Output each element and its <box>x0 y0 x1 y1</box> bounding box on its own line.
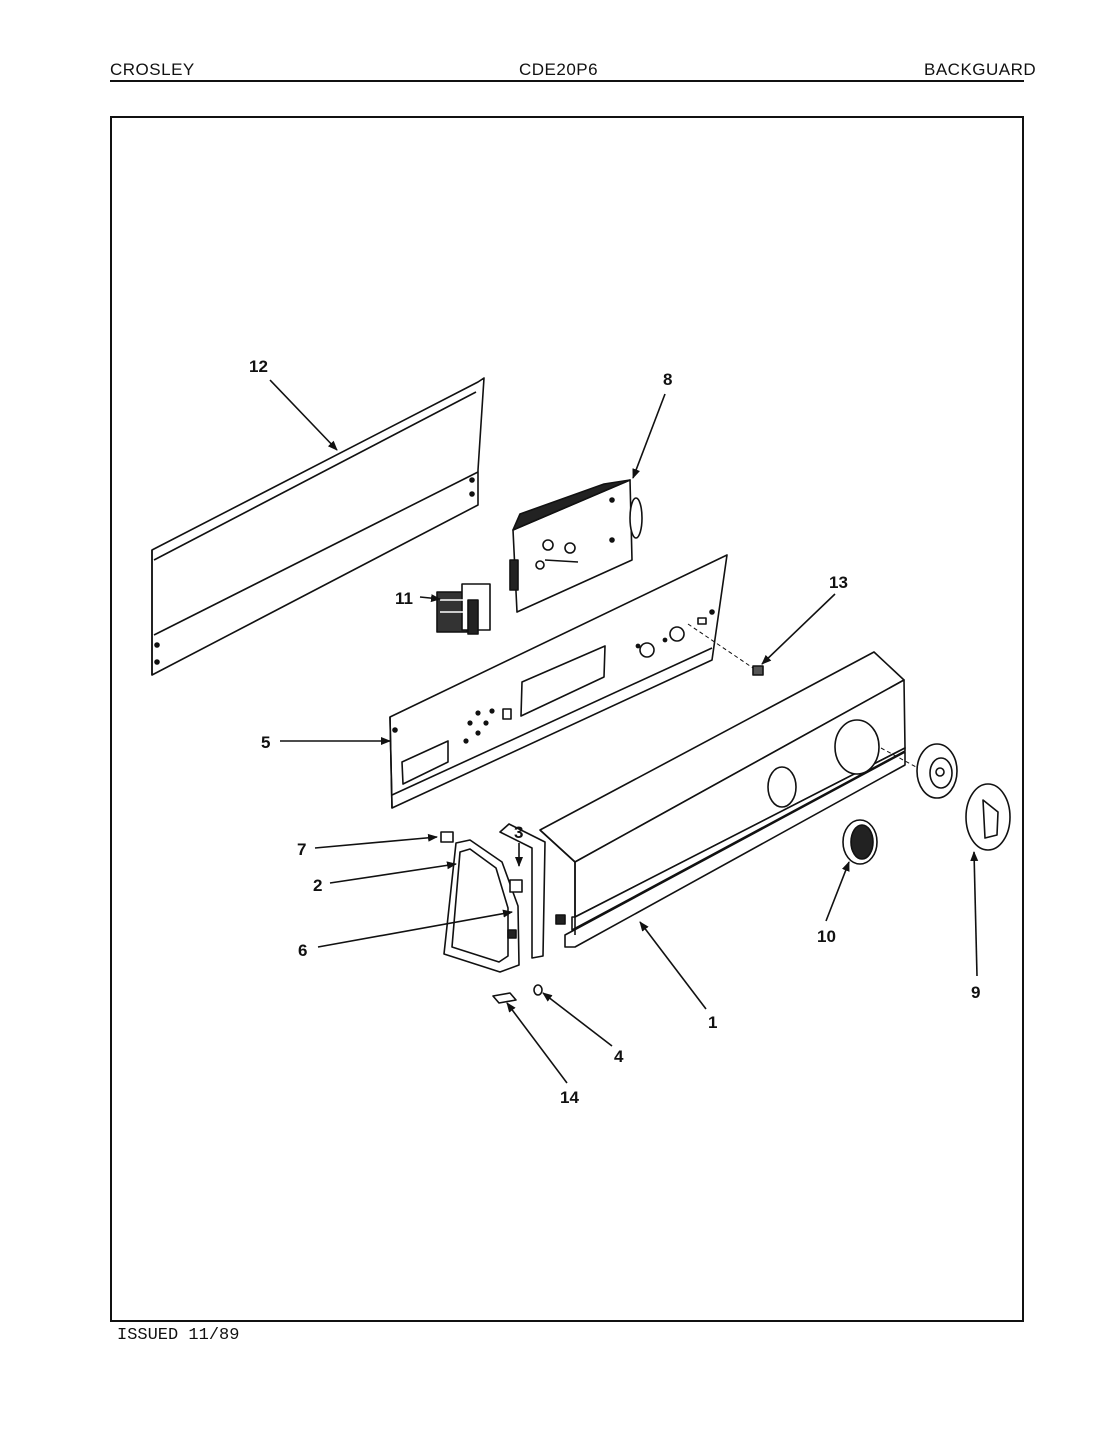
trim-strip-part <box>499 823 546 959</box>
leader-8 <box>632 393 666 479</box>
diagram-frame <box>110 116 1024 1322</box>
screw-4-part <box>533 984 543 996</box>
clip-7-part <box>440 831 454 843</box>
knob-bezel-part <box>916 743 958 799</box>
callout-10: 10 <box>817 927 836 946</box>
callout-1: 1 <box>708 1013 717 1032</box>
issued-date: ISSUED 11/89 <box>117 1326 240 1345</box>
leader-4 <box>542 992 613 1047</box>
leader-6 <box>317 909 513 948</box>
clip-14-part <box>492 992 517 1004</box>
switch-part <box>436 583 491 635</box>
callout-8: 8 <box>663 370 672 389</box>
callout-9: 9 <box>971 983 980 1002</box>
rear-cover-part <box>151 377 485 676</box>
section-title: BACKGUARD <box>924 60 1037 79</box>
leader-2 <box>329 861 457 884</box>
timer-part <box>509 479 643 613</box>
leader-13 <box>761 593 836 665</box>
header-rule <box>110 80 1024 82</box>
callout-14: 14 <box>560 1088 579 1107</box>
callout-5: 5 <box>261 733 270 752</box>
leader-11 <box>419 594 441 603</box>
callout-13: 13 <box>829 573 848 592</box>
end-cap-part <box>443 839 523 973</box>
callout-2: 2 <box>313 876 322 895</box>
knob-9-part <box>965 783 1011 851</box>
console-part <box>539 651 906 948</box>
leader-7 <box>314 833 438 849</box>
model-number: CDE20P6 <box>519 60 599 79</box>
callout-11: 11 <box>395 589 413 608</box>
leader-10 <box>825 861 850 922</box>
brand-label: CROSLEY <box>110 60 195 79</box>
leader-9 <box>970 851 979 977</box>
screw-part <box>555 914 566 925</box>
knob-10-part <box>842 819 878 865</box>
screw-13-part <box>752 665 764 676</box>
callout-3: 3 <box>514 823 523 842</box>
callout-4: 4 <box>614 1047 624 1066</box>
leader-14 <box>506 1002 568 1084</box>
leader-12 <box>269 379 338 451</box>
leader-1 <box>639 921 707 1010</box>
callout-6: 6 <box>298 941 307 960</box>
control-panel-part <box>389 554 728 809</box>
callout-12: 12 <box>249 357 268 376</box>
callout-7: 7 <box>297 840 306 859</box>
